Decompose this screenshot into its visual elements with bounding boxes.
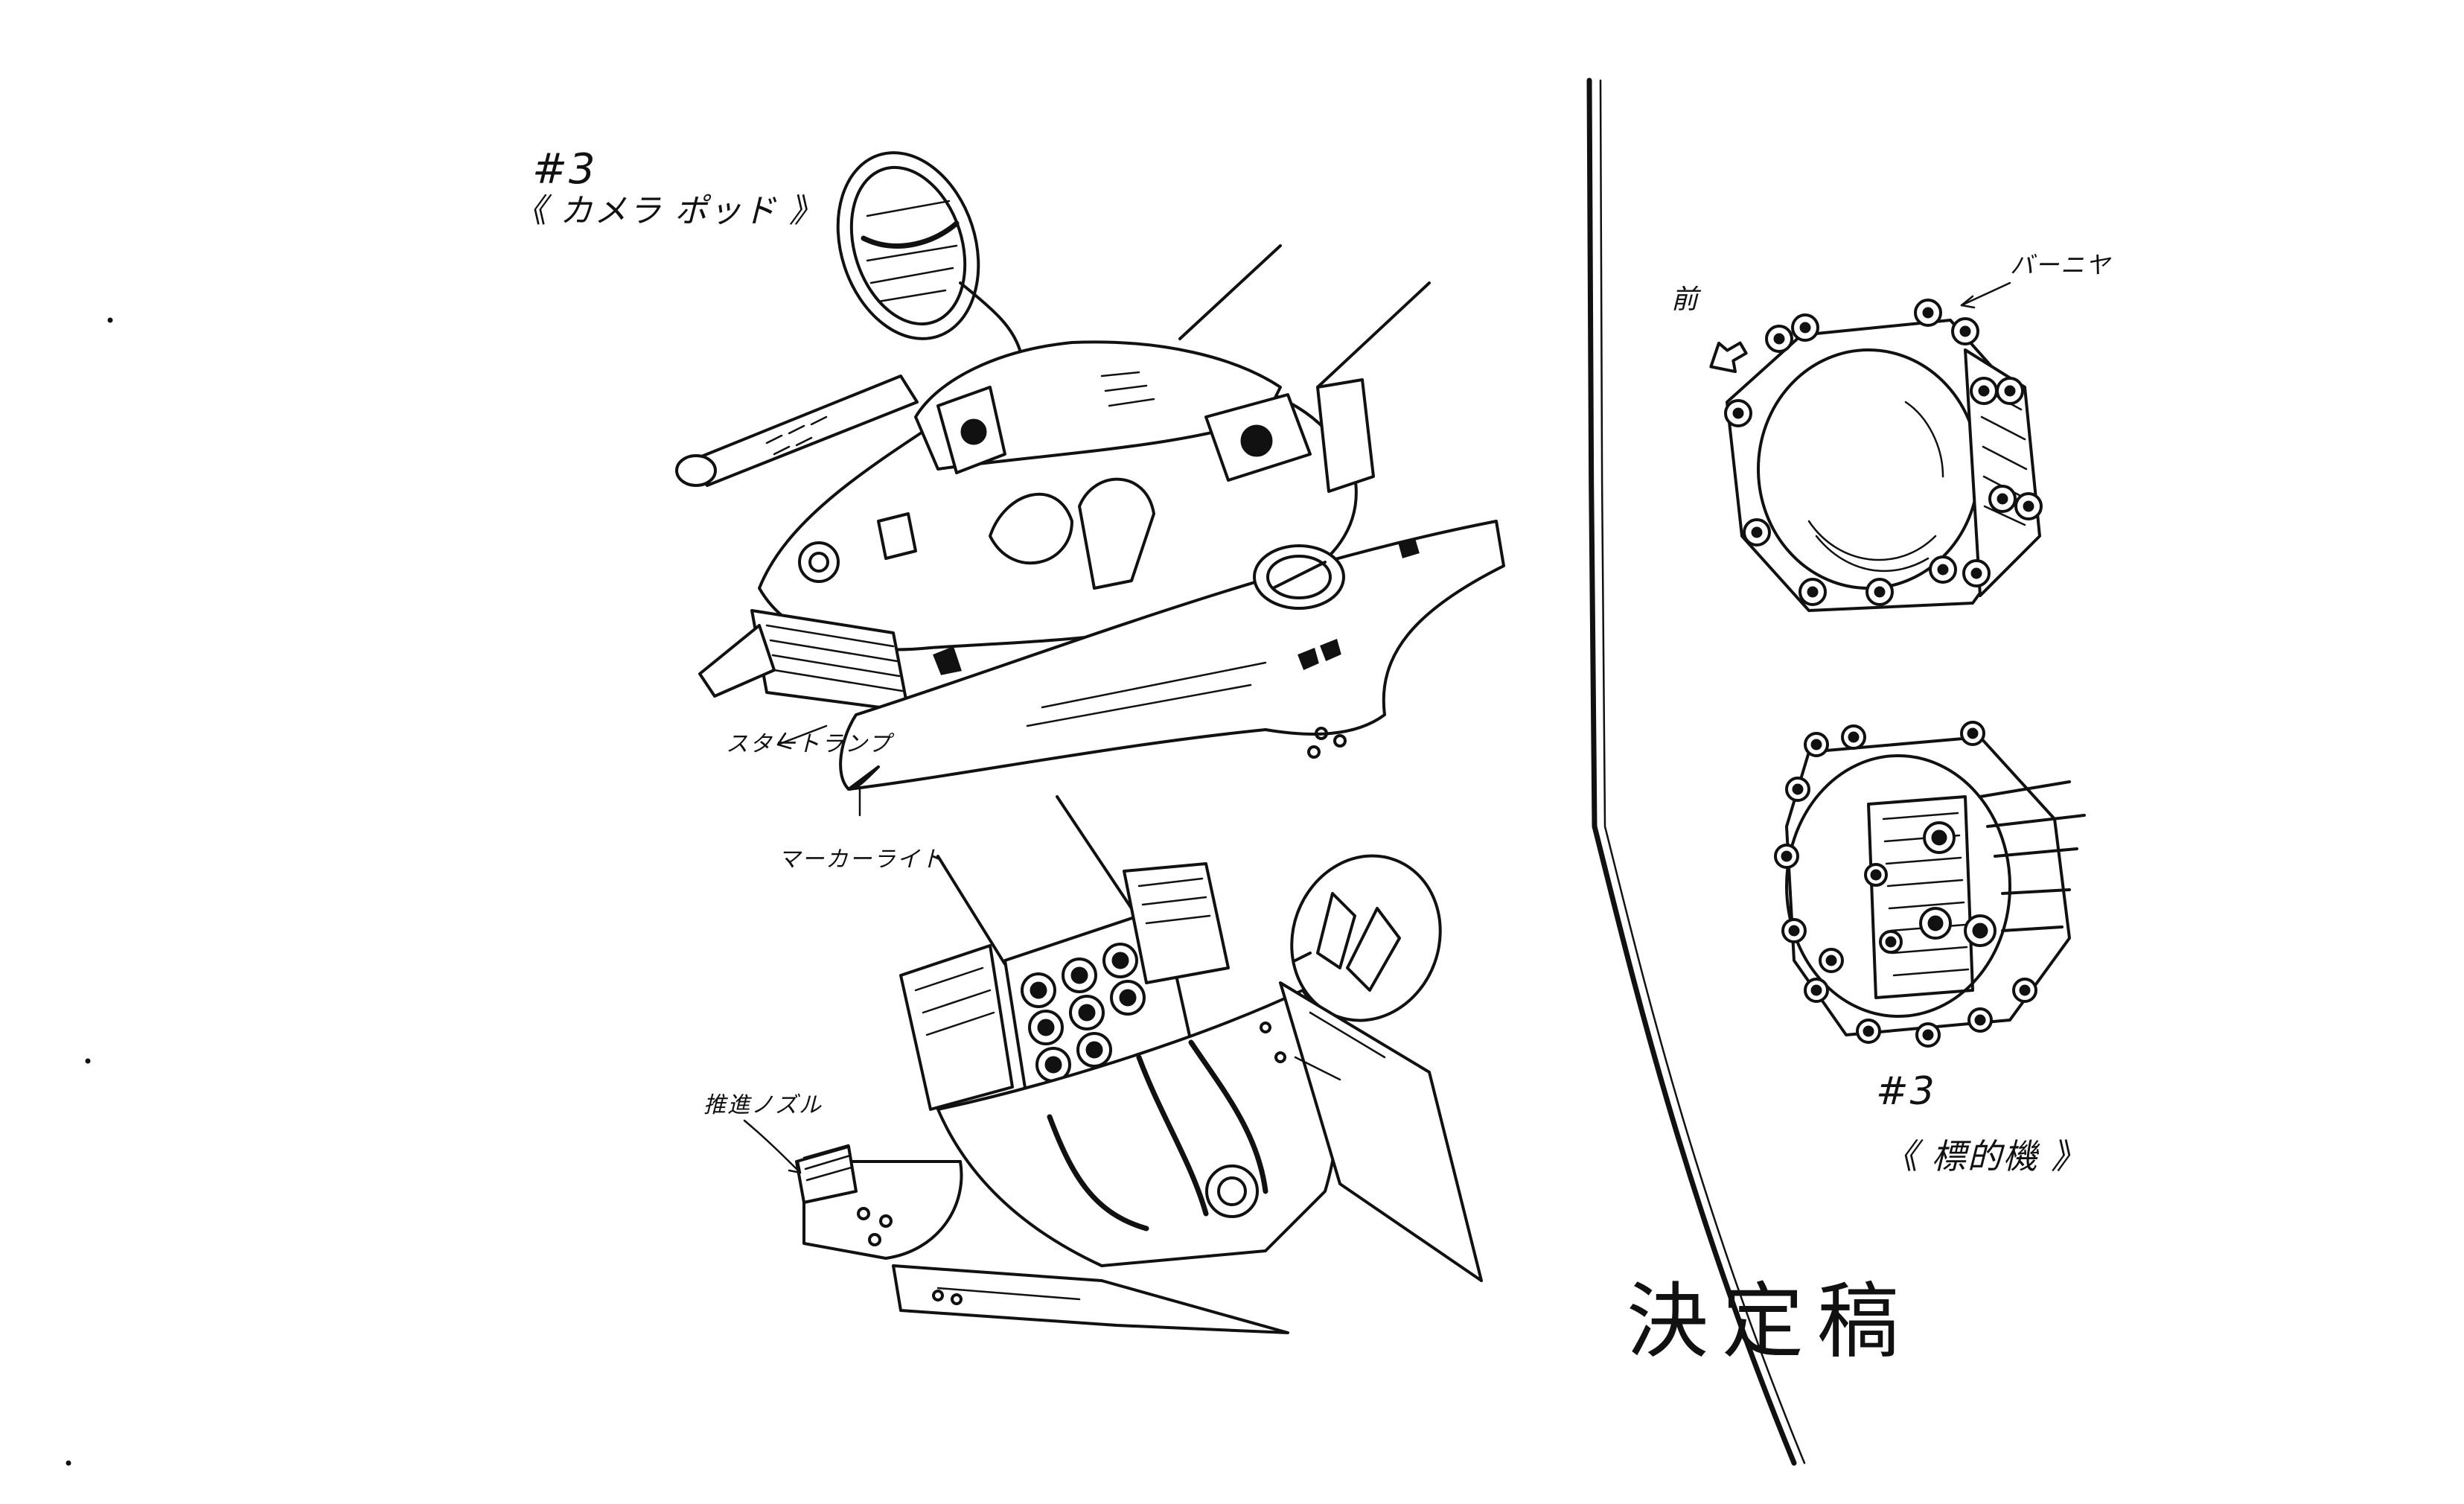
nozzle-label: 推進ノズル bbox=[703, 1092, 823, 1118]
paper-speck bbox=[66, 1460, 71, 1466]
marker-light-label: マーカーライト bbox=[778, 847, 945, 873]
paper-speck bbox=[107, 317, 113, 323]
target-drone-title: 《 標的機 》 bbox=[1883, 1136, 2087, 1176]
camera-pod-title: 《 カメラ ポッド 》 bbox=[514, 192, 823, 230]
front-label: 前 bbox=[1671, 284, 1700, 315]
camera-pod-bottom-drawing bbox=[743, 795, 1483, 1334]
target-drone-rear-drawing bbox=[1774, 721, 2086, 1048]
camera-pod-top-drawing bbox=[675, 151, 1505, 817]
paper-speck bbox=[85, 1058, 91, 1064]
start-lamp-label: スタートランプ bbox=[726, 731, 893, 757]
target-drone-top-drawing bbox=[1709, 281, 2043, 612]
divider-line bbox=[1586, 77, 1797, 1466]
target-drone-number: #3 bbox=[1876, 1069, 1936, 1114]
final-draft-stamp: 決定稿 bbox=[1627, 1274, 1912, 1369]
camera-pod-number: #3 bbox=[532, 145, 597, 194]
front-arrow-icon bbox=[1709, 341, 1748, 374]
burner-label: バーニヤ bbox=[2010, 251, 2112, 279]
